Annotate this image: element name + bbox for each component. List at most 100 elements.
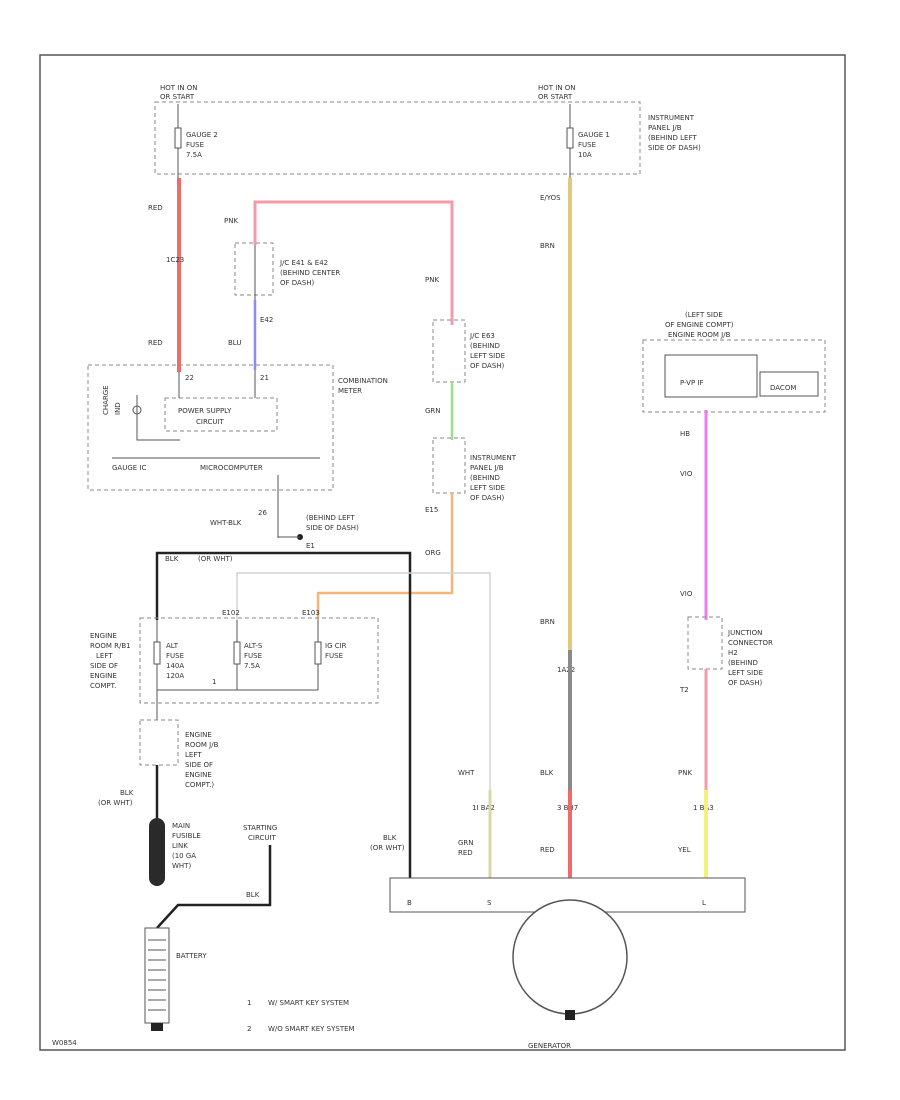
conn-label-1a22: 1A22 [557, 666, 575, 674]
pvp-if-label: P-VP IF [680, 379, 704, 387]
conn-label-e103: E103 [302, 609, 320, 617]
wire-label-yel-top: E/YOS [540, 194, 561, 202]
note-1-number: 1 [247, 999, 251, 1007]
gauge1-fuse-label-1: GAUGE 1 [578, 131, 610, 139]
term-s-label: S [487, 899, 492, 907]
erjb-label-2: ROOM J/B [185, 741, 219, 749]
conn-label-ba2: 1I BA2 [472, 804, 495, 812]
ground-label-3: E1 [306, 542, 315, 550]
dacom-label: DACOM [770, 384, 796, 392]
conn-label-e102: E102 [222, 609, 240, 617]
wire-label-blk-gen: BLK [540, 769, 554, 777]
ip-jb-label-2: PANEL J/B [648, 124, 682, 132]
alt-fuse-label-1: ALT [166, 642, 179, 650]
wire-label-yel-gen: YEL [677, 846, 691, 854]
ers-label-3: LEFT [96, 652, 113, 660]
alts-fuse-label-2: FUSE [244, 652, 262, 660]
combination-meter-box [87, 364, 334, 491]
wire-black-battery [156, 845, 272, 929]
engine-room-rb-box [139, 617, 379, 704]
conn-label-bh7: 3 BH7 [557, 804, 578, 812]
jc-h2-label-1: JUNCTION [727, 629, 762, 637]
erjb-label-5: ENGINE [185, 771, 212, 779]
microcomputer-label: MICROCOMPUTER [200, 464, 263, 472]
erjb-label-3: LEFT [185, 751, 202, 759]
jc-e63-box [432, 319, 466, 383]
wire-label-pnk-top: PNK [224, 217, 238, 225]
wire-label-red-mid: RED [148, 339, 163, 347]
dacom-box [759, 371, 819, 397]
jc-e41-label-1: J/C E41 & E42 [279, 259, 328, 267]
combo-label-2: METER [338, 387, 362, 395]
charge-indicator-line [136, 395, 180, 441]
starting-label-1: STARTING [243, 824, 277, 832]
instrument-panel-jb-box [154, 101, 641, 175]
left-side-label-2: OF ENGINE COMPT) [665, 321, 734, 329]
term-l-label: L [702, 899, 706, 907]
alt-fuse-icon [153, 641, 161, 665]
gauge2-fuse-label-1: GAUGE 2 [186, 131, 218, 139]
alt-fuse-label-3: 140A [166, 662, 184, 670]
note-2-text: W/O SMART KEY SYSTEM [268, 1025, 355, 1033]
conn-label-e42: E42 [260, 316, 273, 324]
ip-jb-label-4: SIDE OF DASH) [648, 144, 701, 152]
igcir-fuse-label-1: IG CIR [325, 642, 347, 650]
wire-label-vio-top: VIO [680, 470, 693, 478]
battery-cells [148, 939, 166, 1011]
battery-label: BATTERY [176, 952, 207, 960]
main-link-label-1: MAIN [172, 822, 190, 830]
generator-ground-icon [565, 1010, 575, 1020]
wire-label-blk-batt: BLK [246, 891, 260, 899]
wire-label-blk-top: BLK [165, 555, 179, 563]
main-link-label-4: (10 GA [172, 852, 196, 860]
junction-connector-h2-box [687, 616, 723, 670]
wire-label-blk-b: BLK [383, 834, 397, 842]
term-b-label: B [407, 899, 412, 907]
engine-room-jb-lower-box [139, 719, 179, 766]
erjb-label-6: COMPT.) [185, 781, 214, 789]
left-side-label-3: ENGINE ROOM J/B [668, 331, 731, 339]
wire-label-wht-blk: WHT-BLK [210, 519, 242, 527]
gauge1-fuse-icon [566, 127, 574, 149]
conn-label-e15: E15 [425, 506, 438, 514]
gauge2-fuse-icon [174, 127, 182, 149]
jc-e63-label-2: (BEHIND [470, 342, 500, 350]
wire-orange [316, 493, 454, 620]
wire-label-grn-red-2: RED [458, 849, 473, 857]
wire-white [236, 572, 491, 790]
footer-code: W0854 [52, 1039, 77, 1047]
main-link-label-2: FUSIBLE [172, 832, 201, 840]
ers-label-2: ROOM R/B1 [90, 642, 131, 650]
erjb-label-4: SIDE OF [185, 761, 213, 769]
conn-label-1c23: 1C23 [166, 256, 184, 264]
hot-label-right-1: HOT IN ON [538, 84, 576, 92]
wire-label-grn-red-1: GRN [458, 839, 474, 847]
wire-label-blk-left: BLK [120, 789, 134, 797]
ers-label-5: ENGINE [90, 672, 117, 680]
gauge2-fuse-label-3: 7.5A [186, 151, 202, 159]
generator-label: GENERATOR [528, 1042, 571, 1050]
ers-label-6: COMPT. [90, 682, 116, 690]
wire-label-hb: HB [680, 430, 690, 438]
jc-h2-label-5: LEFT SIDE [728, 669, 763, 677]
wire-label-t2: T2 [679, 686, 689, 694]
wire-label-red-top: RED [148, 204, 163, 212]
gauge1-fuse-label-2: FUSE [578, 141, 596, 149]
alts-fuse-label-3: 7.5A [244, 662, 260, 670]
ip-jb2-label-2: PANEL J/B [470, 464, 504, 472]
left-side-label-1: (LEFT SIDE [685, 311, 723, 319]
jc-h2-label-4: (BEHIND [728, 659, 758, 667]
hot-label-left-1: HOT IN ON [160, 84, 198, 92]
ip-jb2-label-1: INSTRUMENT [470, 454, 517, 462]
alt-fuse-label-4: 120A [166, 672, 184, 680]
note-2-number: 2 [247, 1025, 251, 1033]
ground-label-2: SIDE OF DASH) [306, 524, 359, 532]
jc-e63-label-4: OF DASH) [470, 362, 505, 370]
power-supply-label-2: CIRCUIT [196, 418, 225, 426]
note-1-text: W/ SMART KEY SYSTEM [268, 999, 349, 1007]
ip-jb-label-3: (BEHIND LEFT [648, 134, 697, 142]
wire-label-blk-top-2: (OR WHT) [198, 555, 233, 563]
igcir-fuse-label-2: FUSE [325, 652, 343, 660]
generator-icon [512, 899, 628, 1015]
